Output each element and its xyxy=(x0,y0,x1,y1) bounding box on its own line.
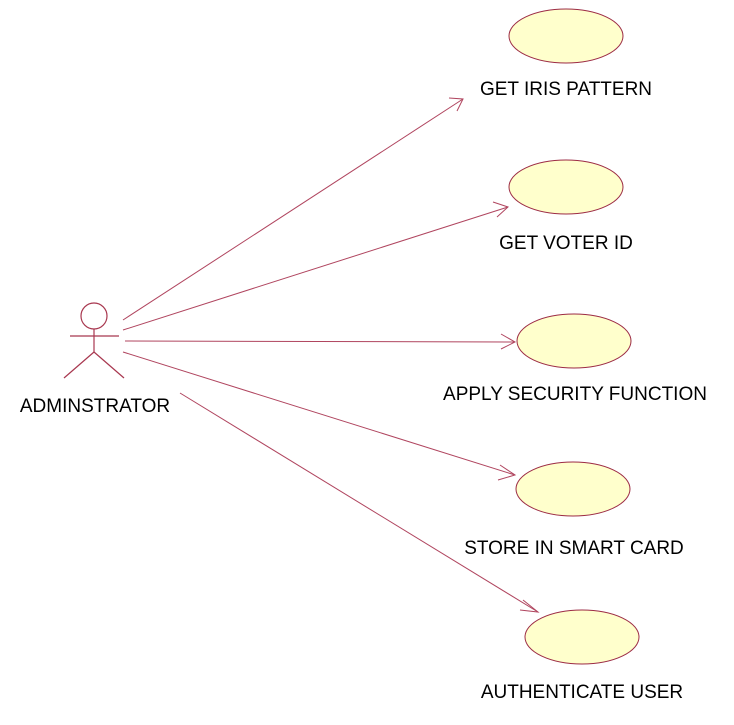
use-case-store-in-smart-card[interactable]: STORE IN SMART CARD xyxy=(464,461,684,559)
use-case-get-voter-id[interactable]: GET VOTER ID xyxy=(499,159,633,254)
use-case-label: APPLY SECURITY FUNCTION xyxy=(443,384,707,405)
actor-administrator[interactable]: ADMINSTRATOR xyxy=(20,302,170,417)
actor-label: ADMINSTRATOR xyxy=(20,396,170,417)
use-case-label: AUTHENTICATE USER xyxy=(481,682,683,703)
stick-figure-actor-icon xyxy=(63,302,125,379)
association-get-voter-id xyxy=(122,201,509,331)
use-case-ellipse xyxy=(516,313,632,369)
use-case-ellipse xyxy=(508,8,624,64)
use-case-label: GET VOTER ID xyxy=(499,233,633,254)
use-case-authenticate-user[interactable]: AUTHENTICATE USER xyxy=(481,609,683,703)
use-case-label: GET IRIS PATTERN xyxy=(480,79,652,100)
association-get-iris-pattern xyxy=(122,97,464,321)
use-case-ellipse xyxy=(515,461,631,517)
use-case-ellipse xyxy=(524,609,640,665)
association-apply-security-function xyxy=(124,333,517,350)
use-case-get-iris-pattern[interactable]: GET IRIS PATTERN xyxy=(480,8,652,100)
associations xyxy=(122,97,540,613)
use-case-apply-security-function[interactable]: APPLY SECURITY FUNCTION xyxy=(443,313,707,405)
association-store-in-smart-card xyxy=(122,351,517,481)
association-authenticate-user xyxy=(179,392,540,613)
use-case-label: STORE IN SMART CARD xyxy=(464,538,684,559)
use-case-ellipse xyxy=(508,159,624,215)
